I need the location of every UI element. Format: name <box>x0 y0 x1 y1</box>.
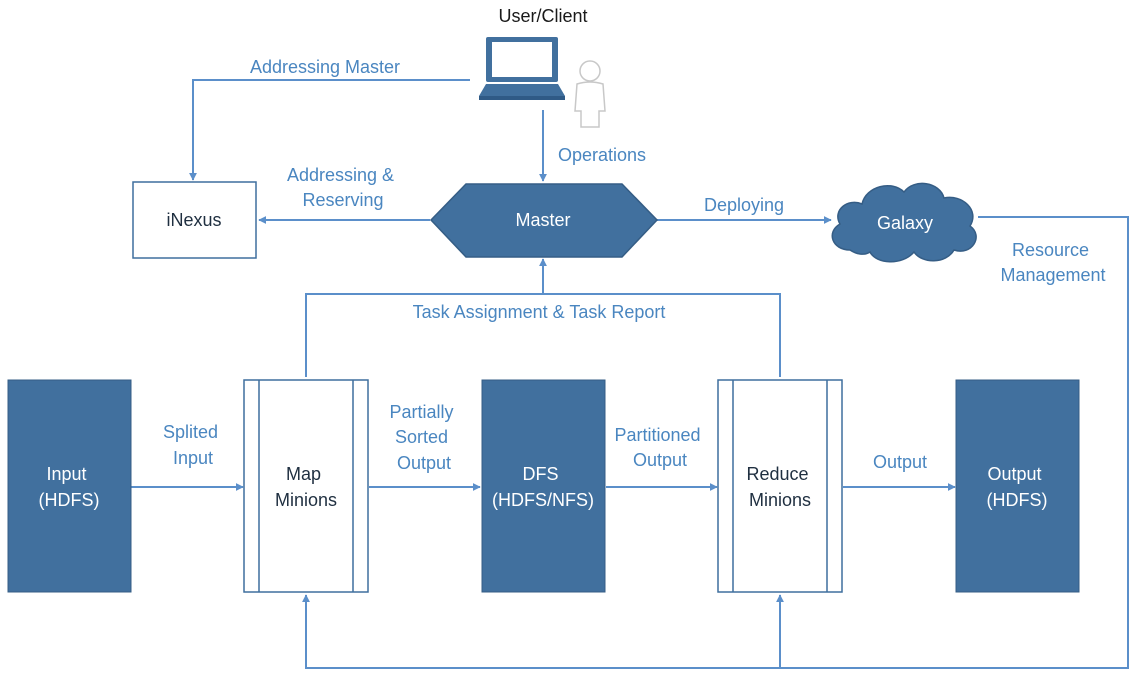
label-task-assignment: Task Assignment & Task Report <box>413 302 666 322</box>
master-node <box>429 183 659 258</box>
label-addressing-reserving: Addressing & Reserving <box>287 165 399 210</box>
label-partially-sorted: Partially Sorted Output <box>389 402 458 473</box>
master-label: Master <box>515 210 570 230</box>
input-node <box>7 379 132 593</box>
label-deploying: Deploying <box>704 195 784 215</box>
edge-addressing-master <box>189 79 470 181</box>
client-title: User/Client <box>498 6 587 26</box>
label-output: Output <box>873 452 927 472</box>
label-addressing-master: Addressing Master <box>250 57 400 77</box>
galaxy-cloud-icon <box>831 182 977 263</box>
reduce-minions-label: Reduce Minions <box>746 464 813 510</box>
label-operations: Operations <box>558 145 646 165</box>
output-label: Output (HDFS) <box>987 464 1048 510</box>
input-label: Input (HDFS) <box>39 464 100 510</box>
label-partitioned-output: Partitioned Output <box>614 425 705 470</box>
map-minions-node <box>243 379 369 593</box>
inexus-label: iNexus <box>166 210 221 230</box>
laptop-icon <box>479 37 565 100</box>
reduce-minions-node <box>717 379 843 593</box>
label-splited-input: Splited Input <box>163 422 223 468</box>
dfs-label: DFS (HDFS/NFS) <box>492 464 594 510</box>
person-icon <box>574 60 606 128</box>
edge-resource-management <box>302 216 1129 669</box>
galaxy-label: Galaxy <box>877 213 933 233</box>
label-resource-management: Resource Management <box>1000 240 1105 285</box>
map-minions-label: Map Minions <box>275 464 337 510</box>
inexus-box <box>132 181 257 259</box>
dfs-node <box>481 379 606 593</box>
output-node <box>955 379 1080 593</box>
